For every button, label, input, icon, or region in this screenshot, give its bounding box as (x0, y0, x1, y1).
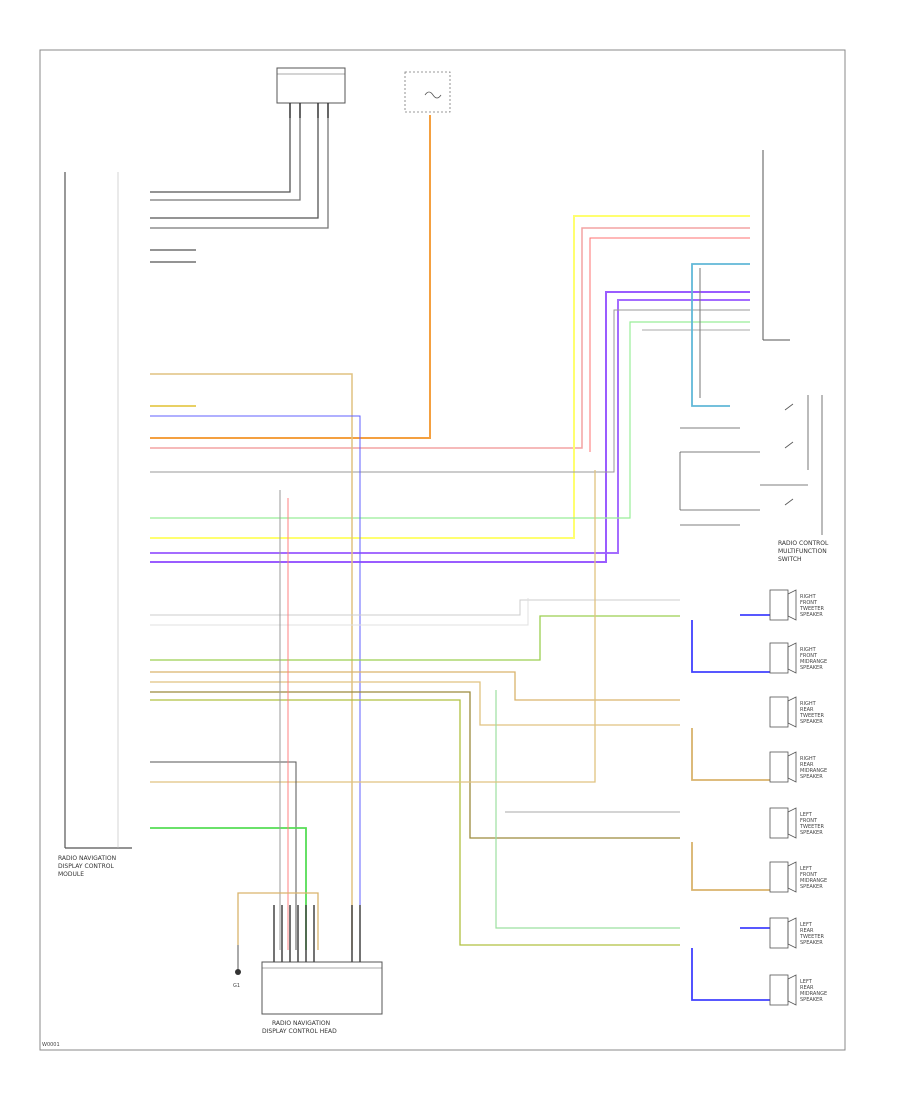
svg-text:SPEAKER: SPEAKER (800, 884, 823, 890)
svg-text:REAR: REAR (800, 762, 814, 768)
top-connector (276, 67, 346, 118)
wire-violet-1 (150, 299, 750, 554)
svg-text:FRONT: FRONT (800, 818, 818, 824)
svg-text:TWEETER: TWEETER (799, 713, 825, 719)
fuse-block (404, 71, 451, 113)
svg-text:RIGHT: RIGHT (800, 701, 817, 707)
radio-module-label-2: DISPLAY CONTROL (58, 863, 114, 870)
speaker-lr-midrange: LEFT REAR MIDRANGE SPEAKER (769, 974, 827, 1006)
svg-text:SPEAKER: SPEAKER (800, 612, 823, 618)
speaker-group: RIGHT FRONT TWEETER SPEAKER RIGHT FRONT … (769, 589, 827, 1006)
svg-text:TWEETER: TWEETER (799, 606, 825, 612)
svg-text:SPEAKER: SPEAKER (800, 997, 823, 1003)
svg-text:RIGHT: RIGHT (800, 594, 817, 600)
speaker-wires (150, 470, 680, 950)
radio-module: RADIO NAVIGATION DISPLAY CONTROL MODULE (58, 172, 132, 878)
ground-symbol: G1 (233, 945, 241, 989)
svg-text:FRONT: FRONT (800, 872, 818, 878)
svg-text:TWEETER: TWEETER (799, 934, 825, 940)
svg-text:SPEAKER: SPEAKER (800, 940, 823, 946)
speaker-loops (691, 614, 770, 1001)
svg-text:SPEAKER: SPEAKER (800, 719, 823, 725)
ground-label: G1 (233, 983, 240, 989)
diagram-frame (39, 49, 846, 1051)
svg-text:LEFT: LEFT (800, 979, 813, 985)
display-head-label-1: RADIO NAVIGATION (272, 1020, 330, 1027)
svg-text:MIDRANGE: MIDRANGE (800, 991, 827, 997)
svg-text:RIGHT: RIGHT (800, 647, 817, 653)
svg-text:LEFT: LEFT (800, 866, 813, 872)
wire-orange (150, 115, 431, 439)
svg-text:RIGHT: RIGHT (800, 756, 817, 762)
display-head-label-2: DISPLAY CONTROL HEAD (262, 1028, 337, 1035)
svg-text:SPEAKER: SPEAKER (800, 830, 823, 836)
wire-blue (150, 415, 361, 950)
svg-text:LEFT: LEFT (800, 812, 813, 818)
svg-text:MIDRANGE: MIDRANGE (800, 659, 827, 665)
svg-text:FRONT: FRONT (800, 653, 818, 659)
svg-text:FRONT: FRONT (800, 600, 818, 606)
svg-text:LEFT: LEFT (800, 922, 813, 928)
switch-label-1: RADIO CONTROL (778, 540, 829, 547)
svg-text:TWEETER: TWEETER (799, 824, 825, 830)
speaker-lr-tweeter: LEFT REAR TWEETER SPEAKER (769, 917, 825, 949)
connector-wires (150, 118, 329, 263)
svg-text:REAR: REAR (800, 985, 814, 991)
switch-label-2: MULTIFUNCTION (778, 548, 827, 555)
speaker-rf-midrange: RIGHT FRONT MIDRANGE SPEAKER (769, 642, 827, 674)
wire-tan (150, 373, 353, 950)
svg-text:REAR: REAR (800, 707, 814, 713)
right-connector (762, 150, 790, 341)
speaker-rr-midrange: RIGHT REAR MIDRANGE SPEAKER (769, 751, 827, 783)
svg-text:SPEAKER: SPEAKER (800, 665, 823, 671)
wire-yellow (150, 215, 750, 539)
footer-code: W0001 (42, 1042, 60, 1048)
display-control-head: RADIO NAVIGATION DISPLAY CONTROL HEAD (237, 892, 383, 1035)
svg-text:SPEAKER: SPEAKER (800, 774, 823, 780)
wire-violet-2 (150, 291, 750, 563)
switch-group: RADIO CONTROL MULTIFUNCTION SWITCH (679, 395, 829, 563)
wire-lightgreen (150, 321, 750, 519)
wire-teal (691, 263, 750, 407)
svg-text:MIDRANGE: MIDRANGE (800, 878, 827, 884)
signal-wires (150, 115, 750, 950)
radio-module-label-1: RADIO NAVIGATION (58, 855, 116, 862)
speaker-lf-midrange: LEFT FRONT MIDRANGE SPEAKER (769, 861, 827, 893)
svg-text:MIDRANGE: MIDRANGE (800, 768, 827, 774)
radio-module-label-3: MODULE (58, 871, 84, 878)
speaker-rf-tweeter: RIGHT FRONT TWEETER SPEAKER (769, 589, 825, 621)
svg-text:REAR: REAR (800, 928, 814, 934)
speaker-rr-tweeter: RIGHT REAR TWEETER SPEAKER (769, 696, 825, 728)
wire-gray (150, 309, 750, 473)
wire-pink (150, 227, 750, 449)
wire-red (589, 237, 750, 452)
switch-label-3: SWITCH (778, 556, 802, 563)
speaker-lf-tweeter: LEFT FRONT TWEETER SPEAKER (769, 807, 825, 839)
